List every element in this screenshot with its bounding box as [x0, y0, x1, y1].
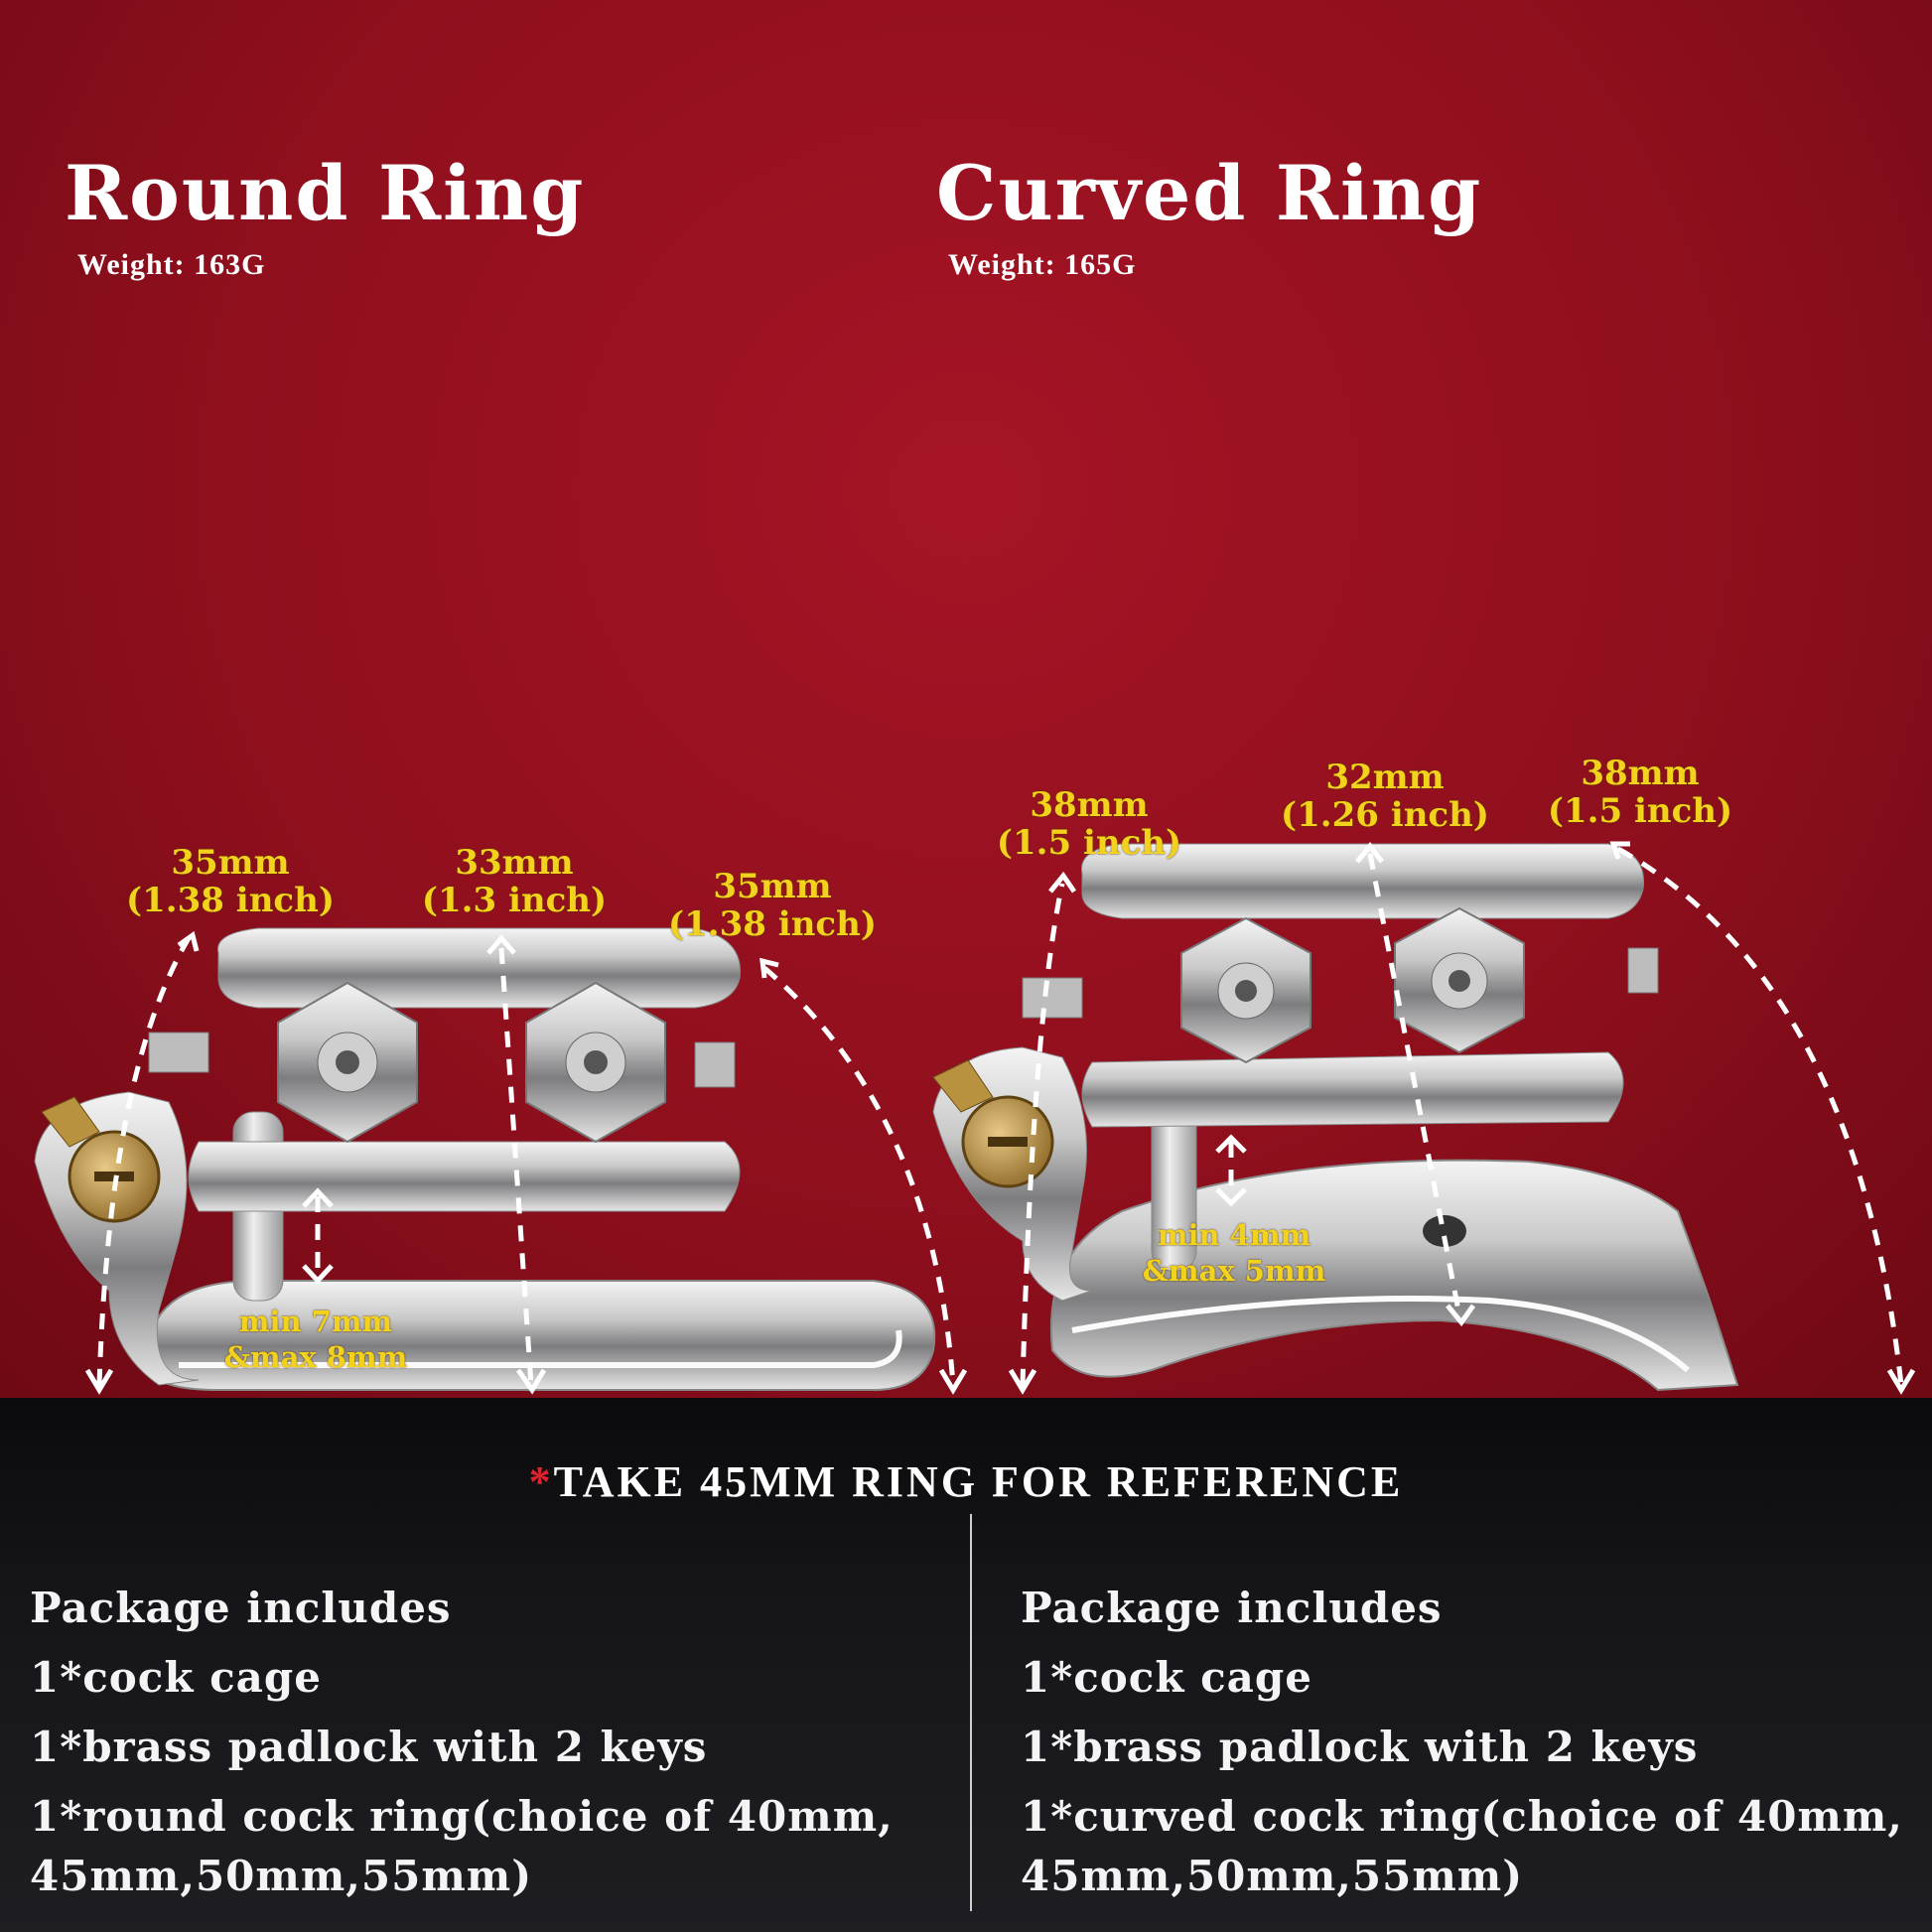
package-heading: Package includes	[1021, 1584, 1443, 1632]
asterisk-mark: *	[528, 1457, 554, 1506]
curved-right-height-inch: (1.5 inch)	[1547, 791, 1733, 831]
round-ring-device	[34, 927, 936, 1391]
round-left-height-inch: (1.38 inch)	[126, 881, 335, 920]
curved-ring-title: Curved Ring	[936, 149, 1483, 237]
curved-ring-weight: Weight: 165G	[948, 248, 1137, 281]
curved-left-height-mm: 38mm	[1030, 785, 1149, 825]
round-right-height-inch: (1.38 inch)	[668, 904, 877, 944]
package-heading: Package includes	[30, 1584, 452, 1632]
curved-center-height-inch: (1.26 inch)	[1281, 795, 1489, 835]
dimension-arrows	[96, 846, 1904, 1386]
round-center-height-inch: (1.3 inch)	[421, 881, 608, 920]
package-list-curved: Package includes 1*cock cage 1*brass pad…	[1021, 1574, 1903, 1911]
round-gap-max: &max 8mm	[223, 1340, 408, 1374]
curved-gap-max: &max 5mm	[1142, 1254, 1326, 1288]
curved-gap-min: min 4mm	[1157, 1218, 1311, 1252]
round-right-height-mm: 35mm	[713, 867, 832, 906]
curved-center-height-mm: 32mm	[1325, 758, 1445, 797]
round-gap-min: min 7mm	[238, 1305, 393, 1338]
curved-left-height: 38mm (1.5 inch)	[997, 786, 1181, 862]
list-item: 1*cock cage	[1021, 1653, 1312, 1702]
reference-note: *TAKE 45MM RING FOR REFERENCE	[0, 1456, 1932, 1507]
round-center-height: 33mm (1.3 inch)	[422, 844, 607, 919]
round-ring-weight: Weight: 163G	[77, 248, 266, 281]
round-left-height-mm: 35mm	[171, 843, 290, 883]
curved-gap: min 4mm &max 5mm	[1143, 1217, 1326, 1289]
curved-right-height: 38mm (1.5 inch)	[1548, 755, 1732, 830]
curved-center-height: 32mm (1.26 inch)	[1281, 759, 1489, 834]
round-ring-title: Round Ring	[65, 149, 586, 237]
list-item: 45mm,50mm,55mm)	[30, 1852, 533, 1900]
curved-left-height-inch: (1.5 inch)	[996, 823, 1182, 863]
column-divider	[970, 1514, 972, 1911]
dark-info-panel	[0, 1398, 1932, 1932]
list-item: 1*curved cock ring(choice of 40mm,	[1021, 1792, 1903, 1841]
reference-note-text: TAKE 45MM RING FOR REFERENCE	[553, 1457, 1404, 1506]
list-item: 1*brass padlock with 2 keys	[30, 1723, 708, 1771]
curved-ring-device	[932, 843, 1739, 1392]
round-left-height: 35mm (1.38 inch)	[126, 844, 335, 919]
round-gap: min 7mm &max 8mm	[224, 1304, 408, 1375]
list-item: 1*brass padlock with 2 keys	[1021, 1723, 1699, 1771]
package-list-round: Package includes 1*cock cage 1*brass pad…	[30, 1574, 894, 1911]
list-item: 45mm,50mm,55mm)	[1021, 1852, 1524, 1900]
list-item: 1*cock cage	[30, 1653, 322, 1702]
round-center-height-mm: 33mm	[455, 843, 574, 883]
curved-right-height-mm: 38mm	[1581, 754, 1700, 793]
arrow-heads	[84, 841, 1916, 1395]
list-item: 1*round cock ring(choice of 40mm,	[30, 1792, 894, 1841]
round-right-height: 35mm (1.38 inch)	[668, 868, 877, 943]
